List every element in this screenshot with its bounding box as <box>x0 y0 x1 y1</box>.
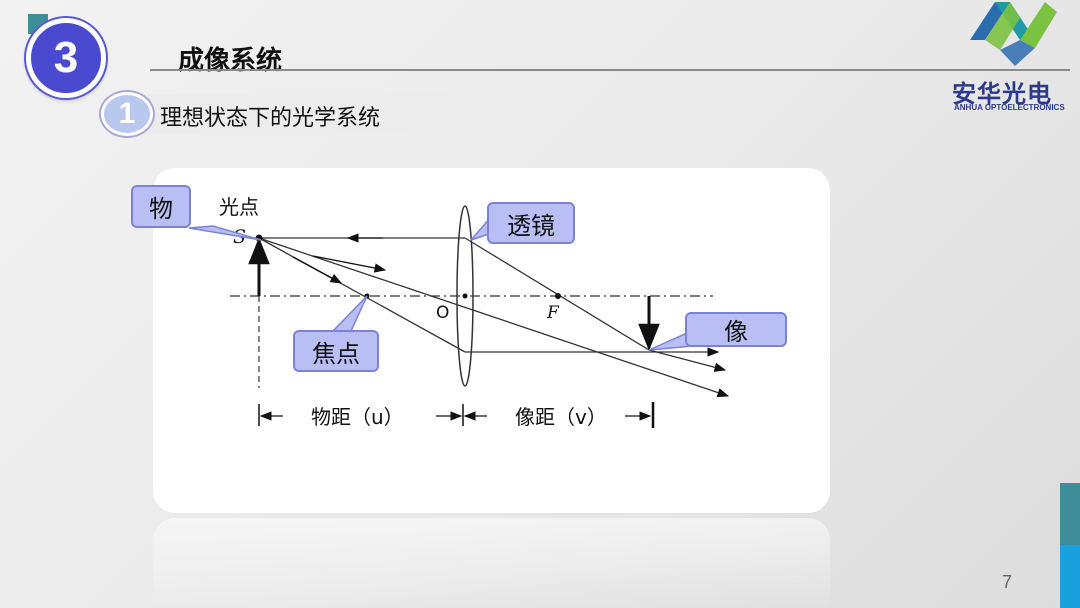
ray-center <box>258 237 730 398</box>
center-label: O <box>436 303 449 323</box>
focus-label: F <box>546 303 560 323</box>
focus-point-right <box>555 293 561 299</box>
accent-bar-blue <box>1060 545 1080 608</box>
company-logo-icon <box>970 2 1057 66</box>
page-number: 7 <box>1002 572 1013 592</box>
callout-lens: 透镜 <box>487 202 575 244</box>
subsection-title: 理想状态下的光学系统 <box>160 106 381 131</box>
callout-image: 像 <box>685 312 787 347</box>
callout-focal-point: 焦点 <box>293 330 379 372</box>
section-number-badge: 3 <box>26 18 106 98</box>
card-reflection <box>153 518 830 608</box>
logo-name-cn: 安华光电 <box>952 80 1052 108</box>
subtitle-bar <box>140 94 480 134</box>
logo-name-en: ANHUA OPTOELECTRONICS <box>954 103 1065 112</box>
callout-object: 物 <box>131 185 191 228</box>
lens-imaging-diagram: 光点 S O F 物距（u） 像距（v） <box>188 195 730 429</box>
center-point <box>462 293 468 299</box>
light-point-label: 光点 <box>219 195 259 219</box>
image-distance-label: 像距（v） <box>515 405 607 429</box>
section-title: 成像系统 <box>178 46 283 76</box>
accent-bar-teal <box>1060 483 1080 545</box>
lens-shape <box>456 205 474 387</box>
ray-exit-lower <box>648 349 727 372</box>
object-distance-label: 物距（u） <box>311 405 404 429</box>
subsection-number-badge: 1 <box>101 92 153 136</box>
header-divider <box>150 69 1070 71</box>
